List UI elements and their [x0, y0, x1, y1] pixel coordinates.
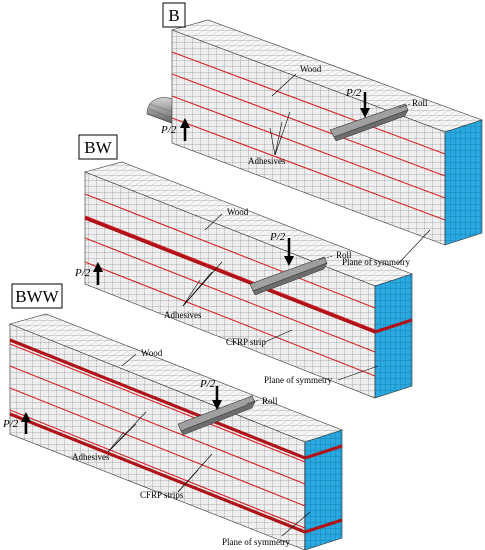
panel-b: B Wood Roll Adhesives P/2 P/2	[146, 2, 483, 246]
roll-label: Roll	[336, 250, 352, 260]
panel-bww-title-box	[11, 283, 63, 309]
plane-of-symmetry-label-lower: Plane of symmetry	[222, 537, 290, 547]
plane-of-symmetry-label: Plane of symmetry	[342, 257, 410, 267]
reaction-label: P/2	[160, 124, 177, 136]
symmetry-plane-face	[444, 119, 483, 246]
symmetry-plane-face	[374, 273, 413, 399]
load-arrow-down	[212, 386, 222, 410]
wood-label: Wood	[141, 348, 163, 358]
load-label: P/2	[199, 378, 216, 390]
reaction-label: P/2	[2, 418, 19, 430]
wood-label: Wood	[300, 64, 322, 74]
load-label: P/2	[269, 231, 286, 243]
adhesives-label: Adhesives	[248, 156, 286, 166]
cfrp-strips-label: CFRP strips	[140, 490, 184, 500]
cfrp-strip-line	[84, 216, 376, 334]
adhesive-layers	[9, 343, 306, 529]
adhesives-label: Adhesives	[72, 452, 110, 462]
load-label: P/2	[345, 87, 362, 99]
cfrp-strip-lines	[9, 338, 306, 534]
reaction-arrow-up	[180, 118, 190, 141]
panel-bw: BW Wood Roll Plane of symmetry Adhesives…	[74, 134, 431, 399]
panel-b-title-box	[162, 2, 186, 28]
adhesive-layers	[84, 193, 376, 377]
reaction-arrow-up	[93, 262, 103, 285]
reaction-label: P/2	[74, 267, 91, 279]
roll-label: Roll	[412, 98, 428, 108]
cfrp-strip-label: CFRP strip	[226, 337, 266, 347]
plane-of-symmetry-label: Plane of symmetry	[264, 375, 332, 385]
load-arrow-down	[360, 92, 370, 118]
support-roll-left	[146, 97, 176, 125]
roll-label: Roll	[262, 396, 278, 406]
wood-label: Wood	[227, 207, 249, 217]
panel-bww-title: BWW	[15, 287, 59, 306]
symmetry-plane-face	[304, 429, 343, 550]
panel-bw-title: BW	[84, 138, 112, 157]
load-arrow-down	[284, 238, 294, 266]
beam-side-face	[9, 323, 306, 550]
panel-bww: BWW Wood Roll Plane of symmetry Adhesive…	[2, 283, 379, 550]
panel-bw-title-box	[78, 134, 118, 160]
reaction-arrow-up	[21, 412, 31, 434]
adhesives-label: Adhesives	[164, 310, 202, 320]
adhesive-layers	[171, 51, 446, 221]
panel-b-title: B	[168, 6, 179, 25]
